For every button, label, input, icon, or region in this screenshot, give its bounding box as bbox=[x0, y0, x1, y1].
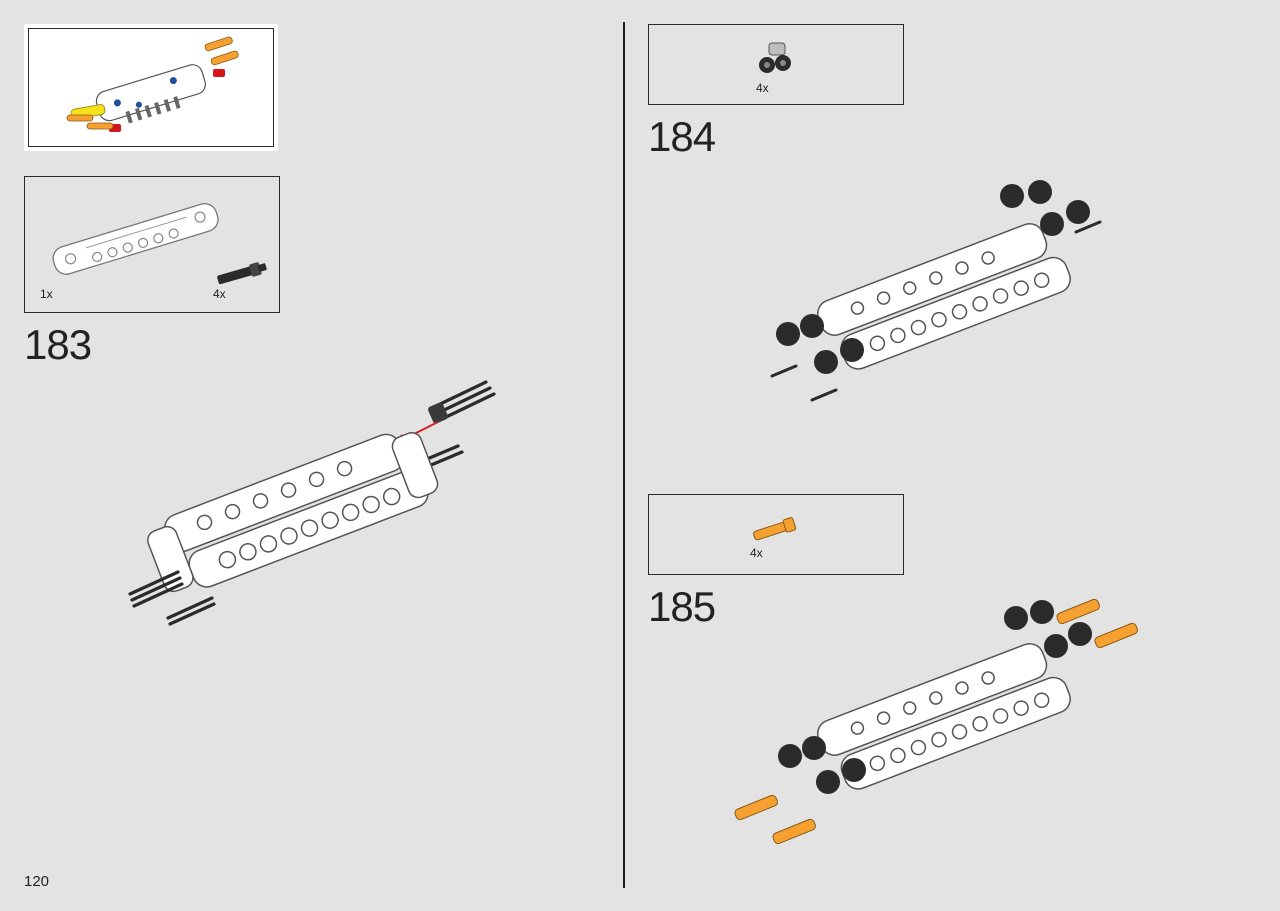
part-qty: 1x bbox=[40, 287, 53, 301]
step-184-parts-box: 4x bbox=[648, 24, 904, 105]
step-183-assembly-illustration bbox=[128, 380, 496, 626]
step-number: 184 bbox=[648, 113, 716, 160]
part-qty: 4x bbox=[750, 546, 763, 560]
step-185-parts-box: 4x bbox=[648, 494, 904, 575]
white-beam-part-icon bbox=[52, 203, 219, 275]
part-qty: 4x bbox=[756, 81, 769, 95]
step-number: 185 bbox=[648, 583, 716, 630]
black-axle-pin-part-icon bbox=[217, 262, 267, 285]
part-qty: 4x bbox=[213, 287, 226, 301]
orange-axle-pin-part-icon bbox=[753, 517, 797, 541]
assembly-overview-box bbox=[24, 24, 278, 151]
page-divider bbox=[623, 22, 625, 888]
assembly-overview-illustration bbox=[66, 36, 239, 132]
step-number: 183 bbox=[24, 321, 92, 368]
page-number: 120 bbox=[24, 873, 50, 890]
black-double-connector-part-icon bbox=[759, 42, 791, 73]
step-183-parts-box: 1x 4x bbox=[24, 176, 280, 313]
